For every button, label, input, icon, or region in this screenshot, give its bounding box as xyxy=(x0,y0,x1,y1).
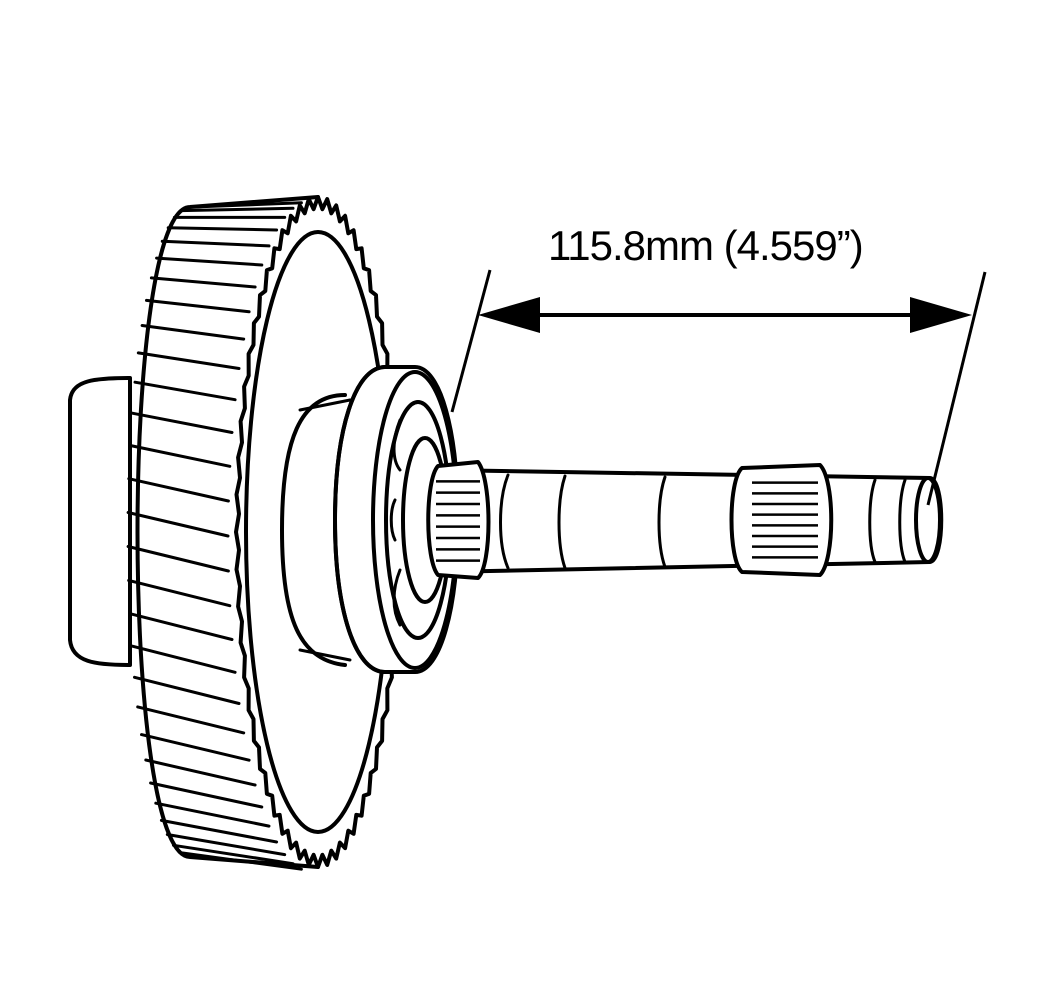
gear-tooth-line xyxy=(128,444,232,468)
gear-tooth-line xyxy=(159,818,279,844)
gear-tooth-line xyxy=(128,612,234,641)
gear-tooth-line xyxy=(178,851,303,871)
gear-tooth-line xyxy=(136,705,246,735)
gear-tooth-line xyxy=(155,256,264,267)
gear-tooth-line xyxy=(160,239,271,248)
gear-tooth-line xyxy=(126,511,230,538)
gear-tooth-line xyxy=(136,351,241,370)
extension-line-right xyxy=(926,271,987,506)
gear-tooth-line xyxy=(133,675,241,705)
gear-tooth-line xyxy=(130,644,237,674)
gear-tooth-line xyxy=(149,276,257,289)
gear-tooth-line xyxy=(172,843,295,866)
extension-line-left xyxy=(450,269,492,413)
gear-tooth-line xyxy=(166,226,279,232)
gear-tooth-line xyxy=(126,545,230,573)
gear-tooth-line xyxy=(145,298,251,314)
bearing xyxy=(333,365,460,674)
gear-tooth-line xyxy=(133,380,237,402)
arrowhead-right xyxy=(910,297,972,333)
gear-tooth-line xyxy=(127,477,230,503)
gear-tooth-line xyxy=(140,324,246,341)
gear-tooth-line xyxy=(140,733,251,762)
arrowhead-left xyxy=(478,297,540,333)
dimension xyxy=(450,269,987,506)
gear-tooth-line xyxy=(149,781,264,809)
gear-tooth-line xyxy=(130,411,234,434)
gear-tooth-line xyxy=(179,206,295,213)
gear-tooth-line xyxy=(165,833,287,857)
dimension-label: 115.8mm (4.559”) xyxy=(548,222,864,269)
output-shaft xyxy=(426,460,944,580)
gear-hub xyxy=(68,376,132,667)
helical-gear xyxy=(126,195,402,871)
gear-tooth-line xyxy=(154,801,271,828)
gear-tooth-line xyxy=(127,578,232,608)
gear-tooth-line xyxy=(185,201,303,209)
gear-tooth-line xyxy=(144,758,257,787)
